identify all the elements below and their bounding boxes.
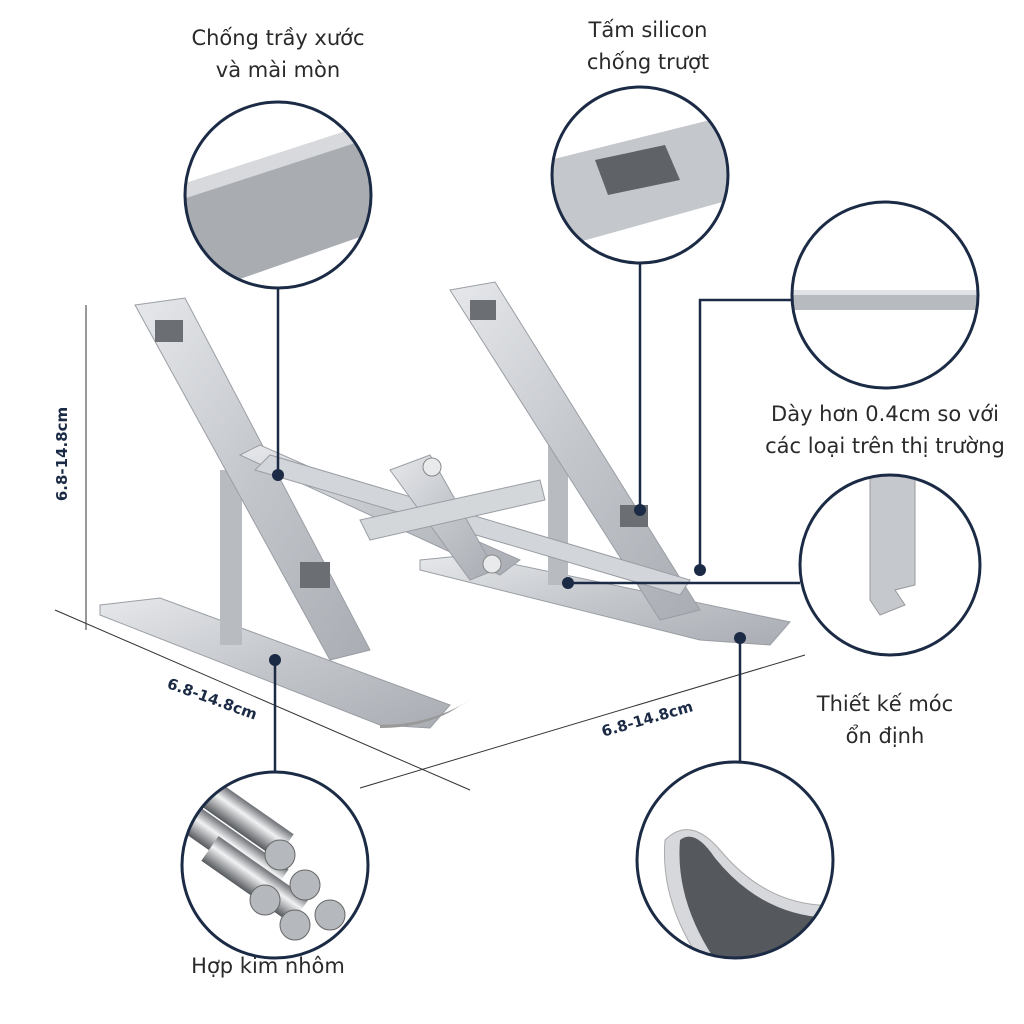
callout-text: Thiết kế móc (816, 692, 954, 716)
detail-circle-aluminium-alloy (180, 770, 370, 960)
detail-circle-hook (798, 473, 982, 657)
dimension-height: 6.8-14.8cm (53, 406, 72, 502)
detail-circle-silicone-pad (550, 85, 730, 265)
detail-circle-foot (635, 760, 835, 960)
callout-text: Chống trầy xước (191, 26, 365, 50)
detail-circle-scratch-resistant (183, 100, 373, 290)
callout-connectors (273, 263, 800, 772)
connector-dots (269, 469, 746, 666)
callout-text: chống trượt (586, 50, 710, 74)
callout-hook-label: Thiết kế móc ổn định (817, 688, 953, 752)
callout-alloy-label: Hợp kim nhôm (191, 950, 345, 982)
callout-thickness-label: Dày hơn 0.4cm so với các loại trên thị t… (765, 398, 1005, 462)
dimension-lines (54, 305, 806, 791)
callout-text: Tấm silicon (588, 18, 708, 42)
callout-text: các loại trên thị trường (765, 434, 1005, 458)
callout-text: ổn định (845, 724, 925, 748)
callout-text: và mài mòn (215, 58, 341, 82)
callout-scratch-label: Chống trầy xước và mài mòn (191, 22, 364, 86)
callout-text: Hợp kim nhôm (191, 954, 345, 978)
laptop-stand (99, 281, 791, 729)
callout-text: Dày hơn 0.4cm so với (771, 402, 999, 426)
detail-circle-thickness (790, 200, 980, 390)
callout-silicone-label: Tấm silicon chống trượt (587, 14, 709, 78)
